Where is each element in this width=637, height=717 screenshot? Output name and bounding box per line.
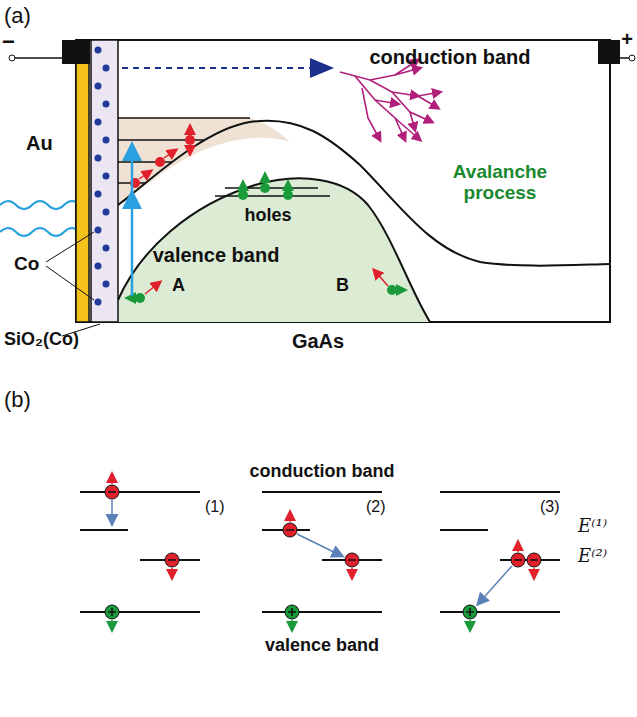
terminal-sign: + (621, 28, 633, 50)
band-label: valence band (265, 636, 379, 656)
energy-level: E⁽¹⁾ (578, 516, 607, 536)
energy-level: E⁽²⁾ (578, 546, 607, 566)
layer-label: SiO₂(Co) (4, 330, 79, 350)
band-label: conduction band (250, 462, 395, 482)
point-label: A (172, 276, 185, 296)
band-label: conduction band (369, 46, 530, 68)
panel-letter: (a) (4, 4, 31, 28)
material-label: GaAs (292, 330, 344, 352)
panel-letter: (b) (4, 388, 31, 412)
terminal-sign: − (2, 30, 15, 54)
case-number: (3) (540, 498, 560, 516)
material-label: Au (26, 132, 53, 154)
band-label: valence band (153, 244, 280, 266)
process-label: Avalanche process (435, 162, 565, 204)
case-number: (2) (366, 498, 386, 516)
material-label: Co (14, 254, 39, 275)
carrier-label: holes (244, 206, 291, 226)
case-number: (1) (205, 498, 225, 516)
point-label: B (336, 276, 349, 296)
